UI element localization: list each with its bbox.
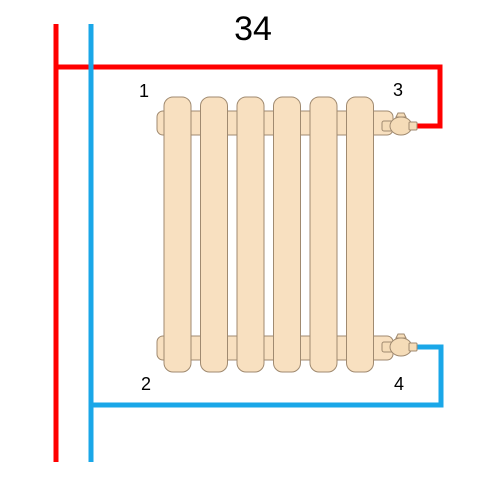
radiator-section <box>273 96 301 373</box>
radiator-section <box>163 96 192 373</box>
bottom-valve-outlet <box>408 342 418 352</box>
return-branch <box>91 344 444 408</box>
return-pipe <box>88 24 444 462</box>
connection-label-4: 4 <box>394 374 404 394</box>
radiator-section <box>200 96 228 373</box>
connection-label-2: 2 <box>141 374 151 394</box>
supply-pipe <box>53 24 443 462</box>
top-valve-outlet <box>408 121 418 131</box>
radiator-sections <box>163 96 374 373</box>
radiator-section <box>309 96 338 373</box>
connection-label-3: 3 <box>393 80 403 100</box>
diagram-title: 34 <box>234 10 272 48</box>
radiator-section <box>346 96 374 373</box>
bottom-valve <box>381 333 418 357</box>
connection-label-1: 1 <box>139 81 149 101</box>
bottom-valve-cap <box>395 333 407 339</box>
top-valve-cap <box>395 112 407 118</box>
top-valve <box>381 112 418 136</box>
radiator-section <box>236 96 265 373</box>
supply-branch <box>56 64 443 129</box>
radiator <box>156 96 394 373</box>
